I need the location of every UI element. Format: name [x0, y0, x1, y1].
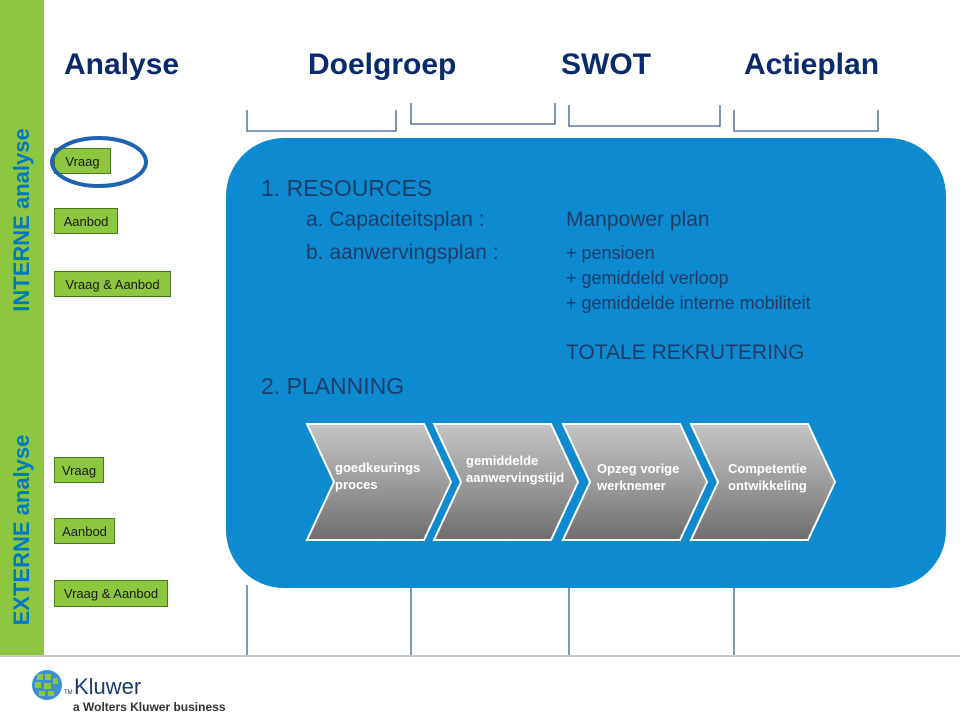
logo-trademark: TM — [64, 690, 73, 696]
header-analyse: Analyse — [64, 48, 180, 81]
highlight-ring — [50, 136, 148, 188]
aanw-item-pensioen: + pensioen — [566, 243, 655, 263]
aanwervingsplan-label: b. aanwervingsplan : — [306, 241, 499, 264]
chevron-step-3 — [561, 423, 709, 541]
internal-box-vraag-aanbod: Vraag & Aanbod — [54, 271, 171, 297]
logo-tagline: a Wolters Kluwer business — [73, 700, 226, 714]
footer-divider — [0, 655, 960, 657]
resources-title: 1. RESOURCES — [261, 175, 433, 201]
chevron-step-2 — [432, 423, 580, 541]
chevron-step-4 — [689, 423, 837, 541]
external-box-vraag-aanbod: Vraag & Aanbod — [54, 580, 168, 607]
aanw-item-mobiliteit: + gemiddelde interne mobiliteit — [566, 293, 811, 313]
globe-logo-icon — [32, 670, 62, 700]
aanw-item-verloop: + gemiddeld verloop — [566, 268, 729, 288]
external-box-aanbod: Aanbod — [54, 518, 115, 544]
internal-box-aanbod: Aanbod — [54, 208, 118, 234]
header-doelgroep: Doelgroep — [308, 48, 457, 81]
chevron-step-1 — [305, 423, 453, 541]
header-actieplan: Actieplan — [744, 48, 880, 81]
header-swot: SWOT — [561, 48, 651, 81]
planning-title: 2. PLANNING — [261, 373, 405, 399]
internal-box-vraag: Vraag — [54, 148, 111, 174]
external-box-vraag: Vraag — [54, 457, 104, 483]
logo-brand: Kluwer — [74, 674, 142, 699]
side-bar — [0, 0, 44, 655]
capaciteitsplan-label: a. Capaciteitsplan : — [306, 208, 485, 231]
totale-rekrutering: TOTALE REKRUTERING — [566, 341, 805, 364]
manpower-plan: Manpower plan — [566, 208, 710, 231]
